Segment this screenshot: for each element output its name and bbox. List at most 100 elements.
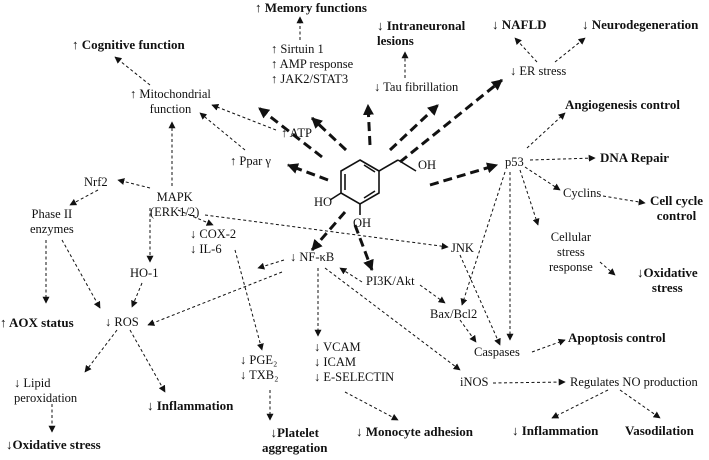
node-line: HO-1 (130, 266, 159, 280)
node-line: ↓ ROS (105, 315, 139, 329)
node-pi3k-akt: PI3K/Akt (366, 274, 415, 289)
chain-bond-1 (378, 159, 399, 172)
arrow-regno-to-vasodilation (619, 389, 661, 419)
arrow-ppar-to-mito (199, 112, 246, 151)
node-line: ↓ IL-6 (190, 242, 222, 256)
node-line: Apoptosis control (568, 330, 666, 345)
node-line: stress (556, 245, 585, 259)
node-line: ↑ Sirtuin 1 (271, 42, 324, 56)
node-line: Cyclins (563, 186, 602, 200)
hydroxyl-label-chain: OH (418, 158, 437, 172)
node-line: iNOS (460, 375, 489, 389)
double-bond-2 (363, 190, 376, 199)
arrow-molecule-to-atp (310, 116, 348, 152)
hydroxyl-label-left: HO (314, 195, 333, 209)
arrow-cellstress-to-oxidative (599, 261, 616, 276)
node-line: ↑ JAK2/STAT3 (271, 72, 349, 86)
node-ros: ↓ ROS (105, 315, 139, 330)
hydroxyl-label-bottom: OH (353, 216, 372, 230)
arrow-molecule-to-er-stress (399, 78, 503, 164)
node-line: PI3K/Akt (366, 274, 415, 288)
arrow-caspases-to-apoptosis (531, 338, 566, 353)
node-line: Caspases (474, 345, 520, 359)
node-nfkb: ↓ NF-κB (290, 250, 334, 265)
arrow-p53-to-cyclins (524, 166, 561, 191)
arrow-nfkb-to-inos (324, 267, 461, 371)
arrow-pi3k-to-bax (419, 284, 446, 304)
arrow-bax-to-caspases (459, 319, 477, 343)
arrow-er-to-nafld (514, 37, 538, 63)
node-line: Angiogenesis control (565, 97, 680, 112)
node-tau: ↓ Tau fibrillation (374, 80, 458, 95)
node-line: ↓ Neurodegeneration (582, 17, 699, 32)
arrow-p53-to-cellstress (519, 169, 540, 226)
node-line: ↓ Intraneuronal (377, 18, 466, 33)
node-caspases: Caspases (474, 345, 520, 360)
hydroxytyrosol-molecule (329, 159, 417, 215)
arrow-cyclins-to-cellcycle (602, 195, 646, 206)
arrow-molecule-to-ppar (286, 163, 329, 182)
node-line: ↑ Ppar γ (230, 154, 271, 168)
arrow-nfkb-to-cox2 (257, 259, 285, 270)
arrow-p53-to-bax (460, 171, 506, 306)
node-er-stress: ↓ ER stress (510, 64, 566, 79)
node-apoptosis-control: Apoptosis control (568, 330, 666, 345)
arrow-ho1-to-ros (131, 282, 143, 308)
node-line: ↓Oxidative stress (6, 437, 101, 452)
node-cyclins: Cyclins (563, 186, 601, 201)
arrow-molecule-to-p53 (429, 162, 499, 187)
node-line: aggregation (262, 440, 328, 455)
arrow-atp-to-mito (211, 104, 277, 131)
node-line: ↓ Inflammation (147, 398, 234, 413)
arrow-inos-to-regno (492, 378, 566, 386)
node-line: Bax/Bcl2 (430, 307, 478, 321)
arrow-ros-to-lipid (84, 329, 118, 373)
node-atp: ↑ ATP (281, 126, 312, 141)
node-line: Nrf2 (84, 175, 108, 189)
node-inflammation-right: ↓ Inflammation (512, 423, 598, 438)
arrow-mapk-to-nrf2 (117, 178, 151, 189)
node-dna-repair: DNA Repair (600, 150, 669, 165)
node-line: Cell cycle (650, 193, 704, 208)
node-line: response (549, 260, 593, 274)
arrow-ros-to-inflammation (129, 329, 166, 393)
node-line: control (656, 208, 697, 223)
arrow-nrf2-to-phase2 (69, 189, 99, 206)
node-line: ↓ PGE₂ (240, 353, 278, 367)
node-line: ↓ ER stress (510, 64, 567, 78)
arrow-p53-to-angiogenesis (526, 112, 566, 149)
node-line: ↓ VCAM (314, 340, 361, 354)
node-monocyte-adhesion: ↓ Monocyte adhesion (356, 424, 473, 439)
arrow-molecule-to-tau (363, 103, 374, 146)
arrow-regno-to-inflammation (551, 389, 609, 419)
node-line: ↓ TXB₂ (240, 368, 279, 382)
node-line: ↓ Lipid (14, 376, 51, 390)
arrow-molecule-to-nfkb (310, 211, 347, 251)
node-line: function (149, 102, 192, 116)
arrow-nfkb-to-ros (147, 271, 283, 326)
arrow-mapk-to-jnk (204, 214, 449, 250)
node-aox-status: ↑ AOX status (0, 315, 74, 330)
arrow-mapk-to-cox2 (177, 209, 214, 226)
node-line: ↑ ATP (281, 126, 312, 140)
node-nrf2: Nrf2 (84, 175, 108, 190)
node-line: ↑ Memory functions (255, 0, 367, 15)
node-regulates-no-production: Regulates NO production (570, 375, 698, 390)
arrow-er-to-neurodegeneration (554, 37, 586, 63)
node-line: Vasodilation (625, 423, 694, 438)
node-line: enzymes (30, 222, 74, 236)
node-inflammation-left: ↓ Inflammation (147, 398, 233, 413)
arrow-pi3k-to-nfkb (339, 267, 363, 283)
node-jnk: JNK (451, 241, 474, 256)
node-line: DNA Repair (600, 150, 669, 165)
arrow-cox2-to-pge2 (234, 249, 264, 351)
node-line: ↑ AOX status (0, 315, 74, 330)
node-oxidative-stress-left: ↓Oxidative stress (6, 437, 101, 452)
